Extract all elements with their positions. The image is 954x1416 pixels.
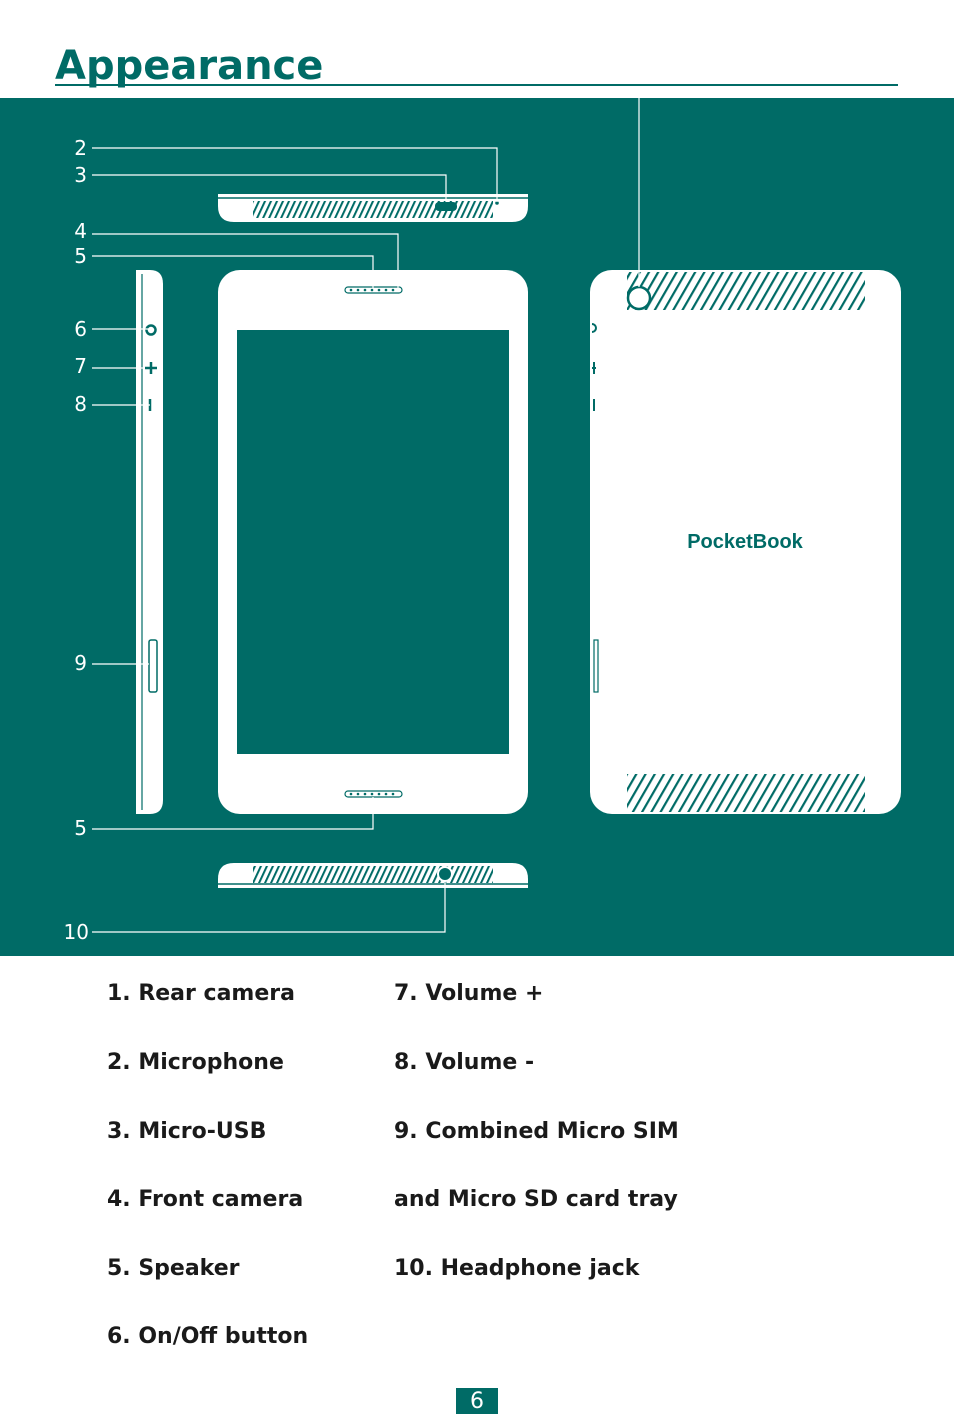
legend-item-7: 7. Volume + (394, 981, 544, 1006)
legend-item-9: 9. Combined Micro SIM (394, 1119, 679, 1144)
callout-5: 5 (74, 244, 87, 268)
side-view (136, 270, 163, 814)
legend-item-1: 1. Rear camera (107, 981, 295, 1006)
legend-item-4: 4. Front camera (107, 1187, 304, 1212)
micro-usb-port (435, 202, 457, 211)
callout-6: 6 (74, 317, 87, 341)
title-underline (55, 84, 898, 86)
legend-item-9-continued: and Micro SD card tray (394, 1187, 678, 1212)
microphone-hole (495, 201, 499, 205)
screen (237, 330, 509, 754)
callout-3: 3 (74, 163, 87, 187)
legend-item-3: 3. Micro-USB (107, 1119, 267, 1144)
callout-2: 2 (74, 136, 87, 160)
callout-8: 8 (74, 392, 87, 416)
callout-lines (92, 147, 498, 933)
brand-logo: PocketBook (687, 531, 803, 553)
callout-5-bottom: 5 (74, 816, 87, 840)
rear-camera (626, 285, 652, 311)
legend-item-6: 6. On/Off button (107, 1324, 309, 1349)
callout-7: 7 (74, 354, 87, 378)
page-title: Appearance (55, 43, 324, 89)
callout-10: 10 (64, 920, 89, 944)
callout-9: 9 (74, 651, 87, 675)
sim-tray (148, 639, 158, 693)
legend-item-2: 2. Microphone (107, 1050, 284, 1075)
device-diagram: PocketBook 2 3 4 5 6 7 8 9 5 (0, 98, 954, 956)
legend-item-8: 8. Volume - (394, 1050, 535, 1075)
device-diagram-panel: PocketBook 2 3 4 5 6 7 8 9 5 (0, 98, 954, 956)
front-view (218, 270, 528, 814)
page-number: 6 (456, 1388, 498, 1414)
bottom-edge-view (218, 863, 528, 888)
headphone-jack (437, 866, 453, 882)
legend-item-10: 10. Headphone jack (394, 1256, 640, 1281)
top-edge-view (218, 194, 528, 222)
callout-4: 4 (74, 219, 87, 243)
legend-item-5: 5. Speaker (107, 1256, 240, 1281)
back-view: PocketBook (590, 270, 901, 814)
power-button-icon (145, 324, 157, 336)
